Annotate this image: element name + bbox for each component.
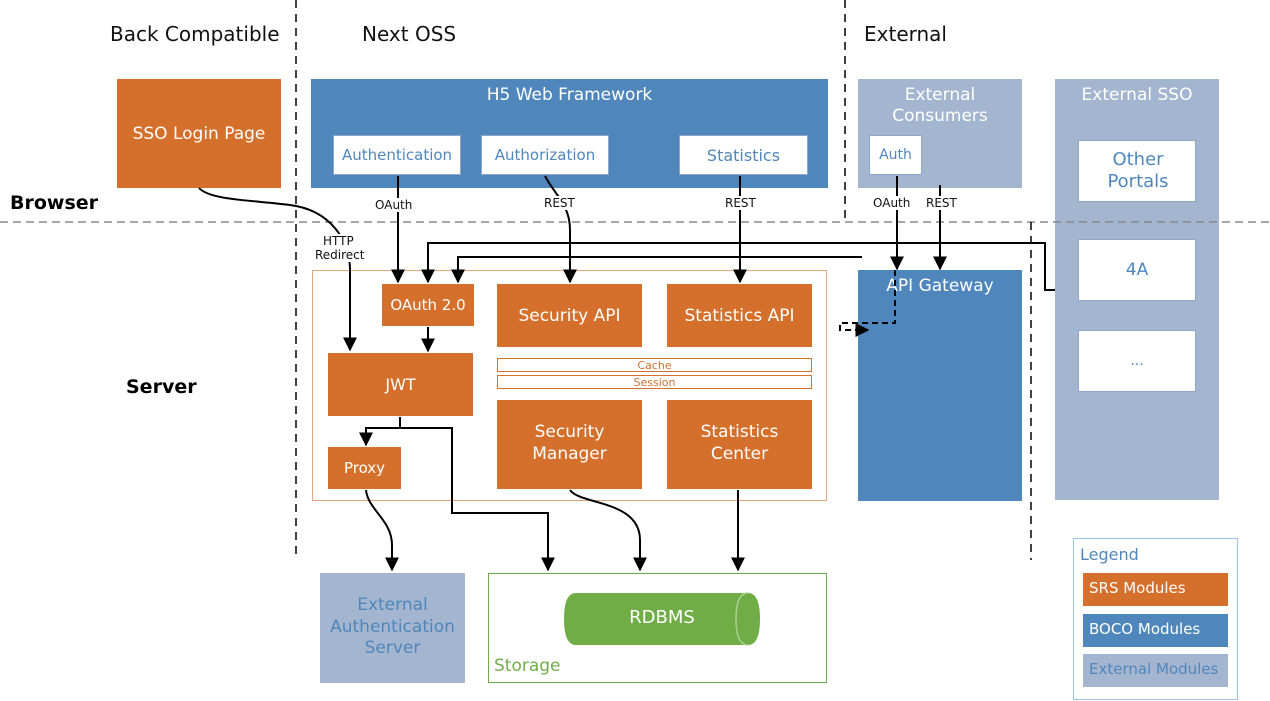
- rdbms-label: RDBMS: [629, 607, 695, 628]
- ellipsis-label: ...: [1130, 353, 1144, 369]
- jwt-rdbms-arrow: [400, 427, 555, 572]
- region-next-oss: Next OSS: [362, 22, 457, 46]
- legend-srs-label: SRS Modules: [1089, 579, 1186, 597]
- external-consumers-title-1: External: [904, 85, 976, 105]
- legend-srs: SRS Modules: [1083, 573, 1228, 606]
- edge-label-http-redirect-2: Redirect: [315, 248, 365, 262]
- edge-label-rest-2: REST: [725, 196, 756, 210]
- security-manager-rdbms-arrow: [569, 489, 647, 572]
- ellipsis-box: ...: [1078, 330, 1196, 392]
- authentication-label: Authentication: [341, 146, 453, 164]
- rdbms-cylinder: [564, 592, 760, 646]
- statistics-box: Statistics: [679, 135, 808, 175]
- layer-server-label: Server: [126, 376, 197, 398]
- edge-label-oauth-1: OAuth: [375, 198, 413, 212]
- security-api-box: Security API: [497, 284, 642, 347]
- api-gateway-title: API Gateway: [886, 276, 994, 296]
- edge-label-rest-1: REST: [544, 196, 575, 210]
- external-consumers-title-2: Consumers: [892, 106, 988, 126]
- jwt-box: JWT: [328, 353, 473, 416]
- legend-boco-label: BOCO Modules: [1089, 620, 1201, 638]
- region-external: External: [864, 22, 947, 46]
- cache-label: Cache: [637, 358, 672, 372]
- authorization-box: Authorization: [481, 135, 609, 175]
- statistics-center-box: Statistics Center: [667, 400, 812, 489]
- gateway-oauth-arrow: [451, 256, 862, 284]
- external-sso-title: External SSO: [1081, 85, 1193, 105]
- other-portals-line-2: Portals: [1107, 171, 1169, 192]
- statistics-center-line-1: Statistics: [700, 422, 779, 442]
- legend-title: Legend: [1080, 545, 1139, 564]
- proxy-label: Proxy: [343, 459, 386, 477]
- authentication-box: Authentication: [333, 135, 461, 175]
- four-a-label: 4A: [1125, 260, 1149, 280]
- layer-browser-label: Browser: [10, 192, 99, 214]
- gateway-security-dashed-arrow: [839, 270, 896, 337]
- http-redirect-arrow: [198, 187, 357, 352]
- h5-web-framework-title: H5 Web Framework: [486, 85, 653, 105]
- storage-container: Storage: [488, 573, 827, 683]
- edge-label-rest-3: REST: [926, 196, 957, 210]
- api-gateway: API Gateway: [858, 270, 1022, 501]
- region-back-compatible: Back Compatible: [110, 22, 280, 46]
- proxy-ext-auth-arrow: [365, 489, 399, 572]
- four-a-oauth-arrow: [421, 242, 1055, 291]
- legend-boco: BOCO Modules: [1083, 614, 1228, 647]
- authorization-security-api-arrow: [544, 175, 577, 284]
- auth-label: Auth: [879, 147, 912, 163]
- statistics-center-line-2: Center: [710, 444, 769, 464]
- edge-label-http-redirect-1: HTTP: [323, 234, 354, 248]
- external-consumers: External Consumers: [858, 79, 1022, 188]
- legend-external-label: External Modules: [1089, 660, 1219, 678]
- jwt-proxy-arrow: [359, 417, 401, 447]
- jwt-label: JWT: [385, 375, 416, 394]
- statistics-api-box: Statistics API: [667, 284, 812, 347]
- security-api-label: Security API: [518, 305, 621, 326]
- edge-label-oauth-2: OAuth: [873, 196, 911, 210]
- security-manager-line-2: Manager: [532, 444, 607, 464]
- ext-auth-line-1: External: [357, 595, 428, 615]
- four-a-box: 4A: [1078, 239, 1196, 301]
- oauth2-label: OAuth 2.0: [390, 296, 466, 314]
- authorization-label: Authorization: [494, 146, 596, 164]
- sso-login-page: SSO Login Page: [117, 79, 281, 188]
- other-portals-box: Other Portals: [1078, 140, 1196, 202]
- proxy-box: Proxy: [328, 447, 401, 489]
- storage-label: Storage: [494, 656, 561, 676]
- security-manager-box: Security Manager: [497, 400, 642, 489]
- legend: Legend: [1073, 538, 1238, 700]
- auth-box: Auth: [869, 135, 922, 175]
- ext-auth-line-2: Authentication: [330, 617, 455, 637]
- statistics-label: Statistics: [706, 145, 781, 165]
- ext-auth-line-3: Server: [364, 638, 421, 658]
- oauth2-box: OAuth 2.0: [382, 284, 474, 326]
- external-auth-server: External Authentication Server: [320, 573, 465, 683]
- sso-login-page-label: SSO Login Page: [132, 123, 266, 144]
- session-label: Session: [633, 375, 676, 389]
- session-bar: Session: [497, 375, 812, 389]
- statistics-api-label: Statistics API: [684, 305, 795, 326]
- other-portals-line-1: Other: [1112, 149, 1164, 170]
- security-manager-line-1: Security: [534, 422, 605, 442]
- legend-external: External Modules: [1083, 654, 1228, 687]
- cache-bar: Cache: [497, 358, 812, 372]
